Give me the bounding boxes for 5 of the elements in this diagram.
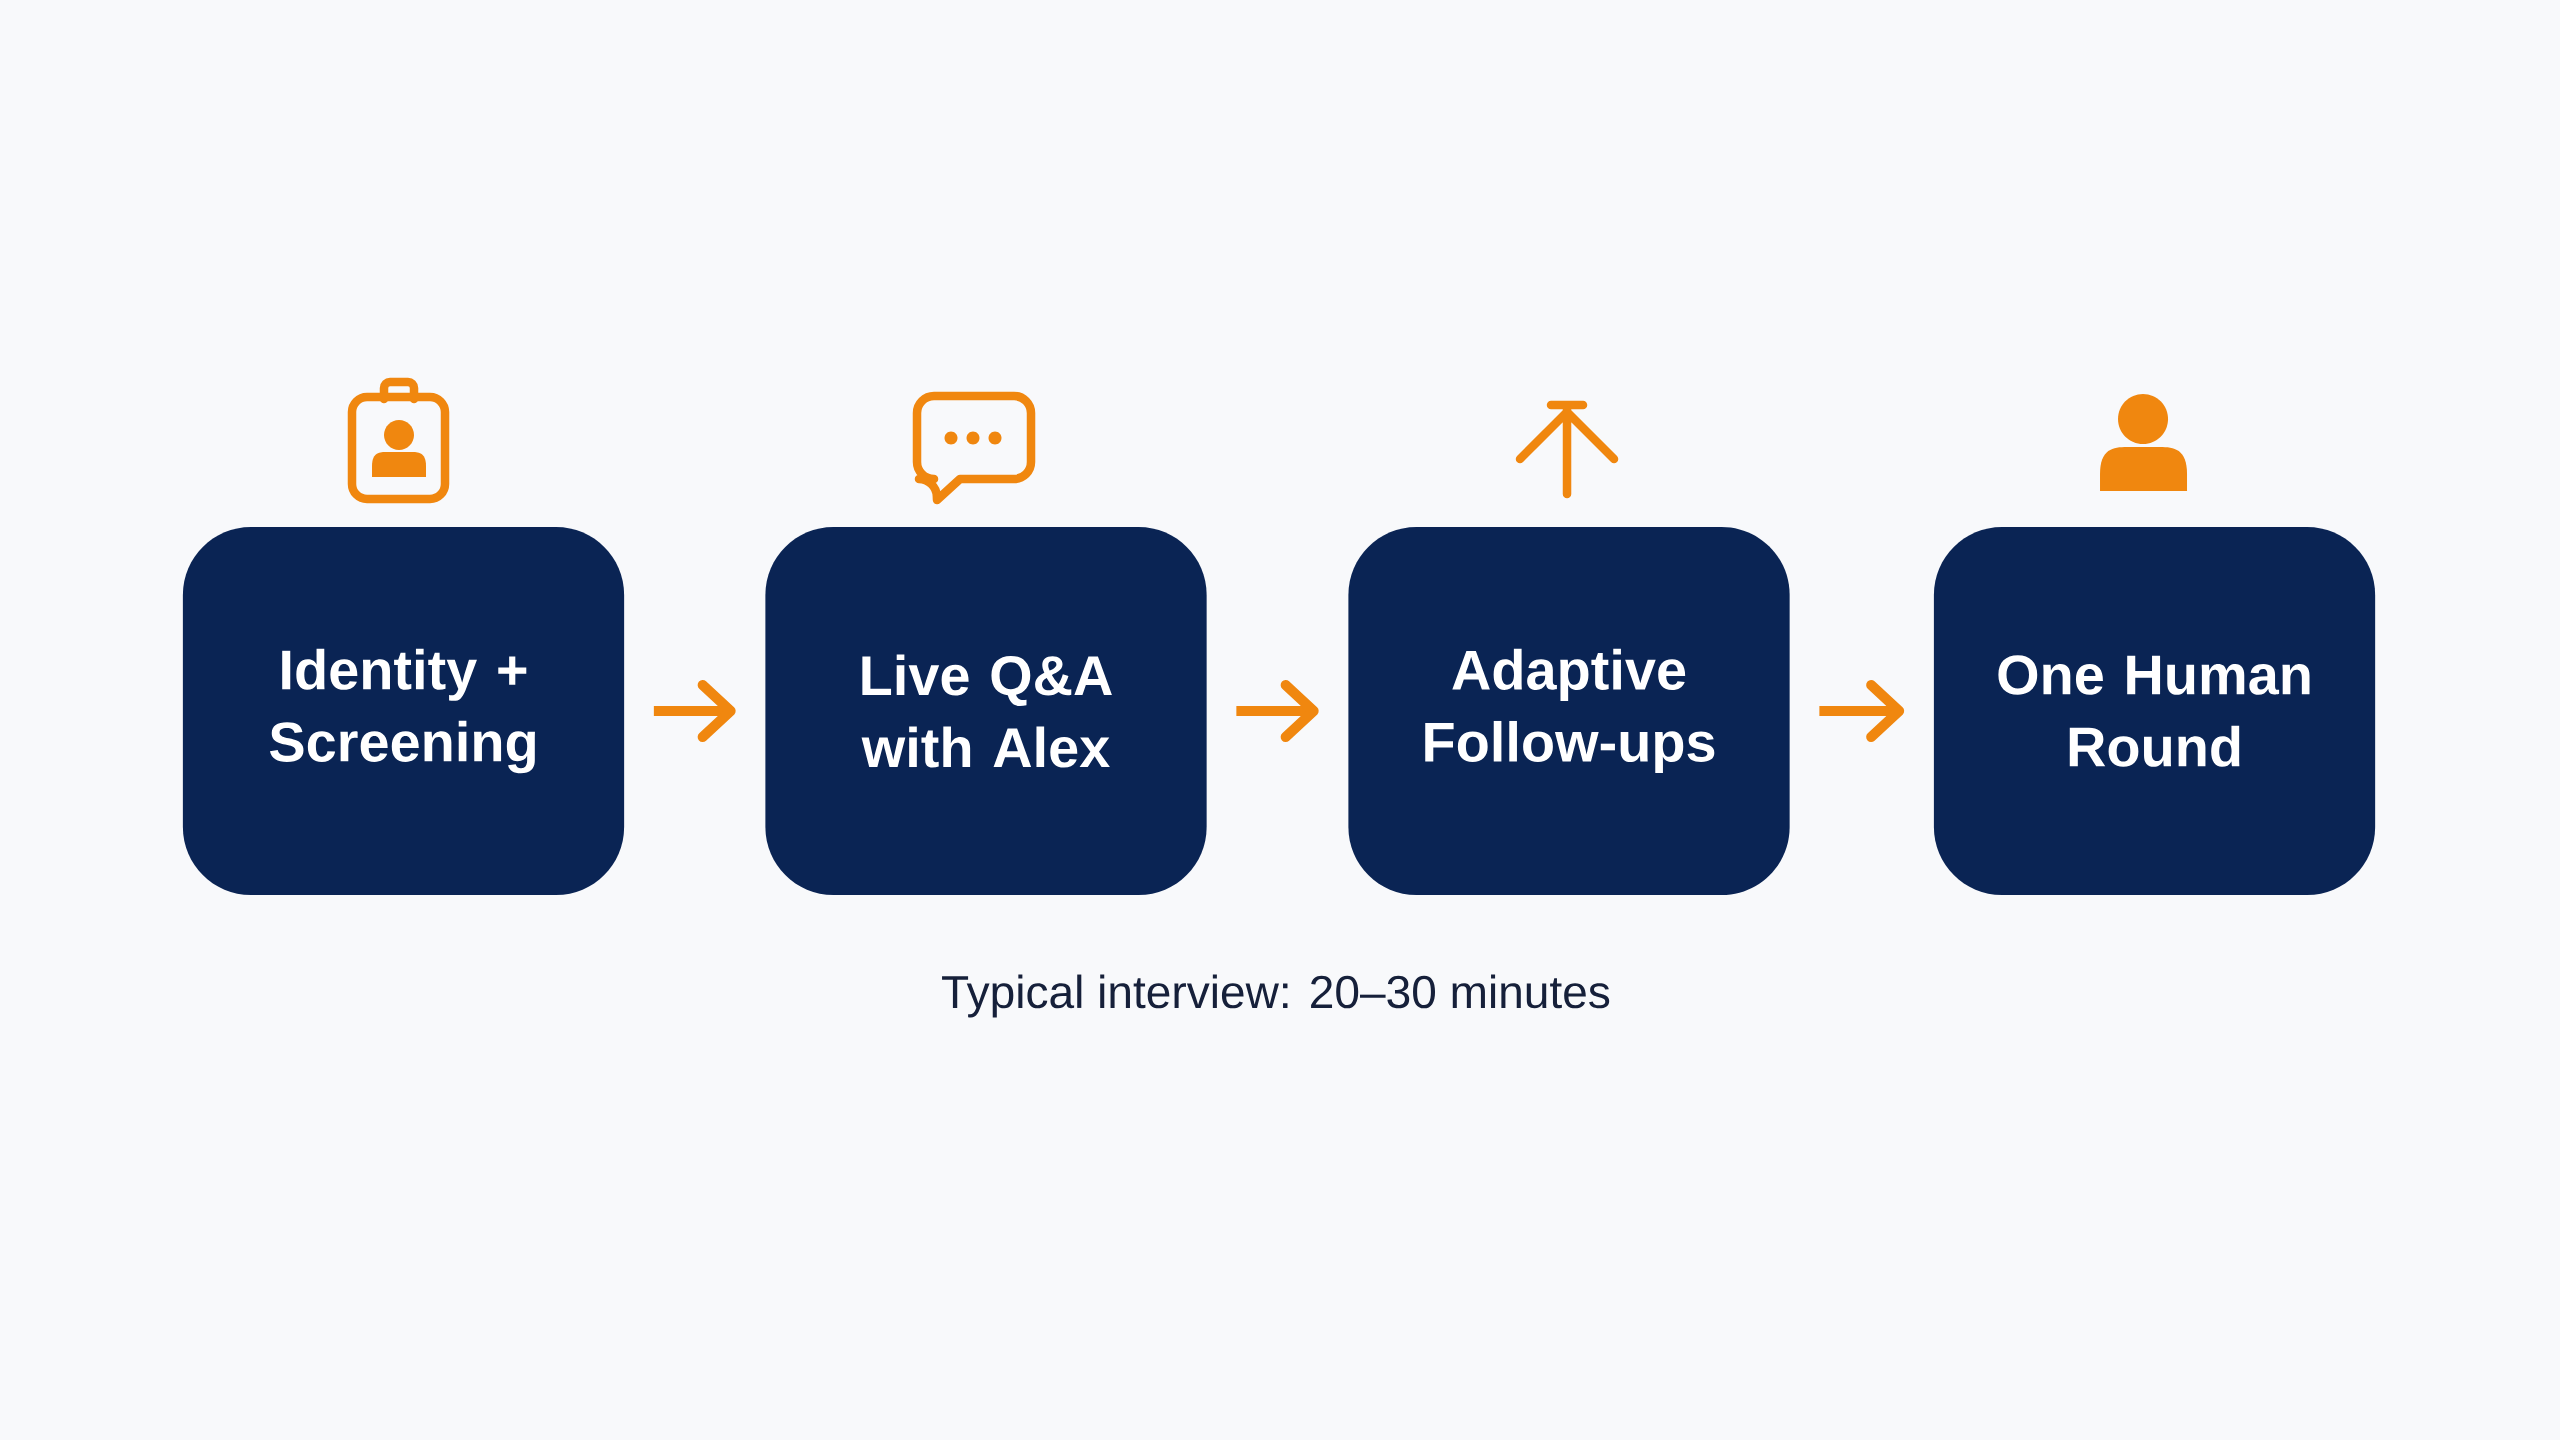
process-box: One Human Round	[1933, 526, 2376, 896]
process-box: Identity + Screening	[182, 526, 625, 896]
process-box: Live Q&A with Alex	[765, 526, 1207, 896]
caption: Typical interview: 20–30 minutes	[942, 974, 1610, 1018]
process-box: Adaptive Follow-ups	[1348, 526, 1790, 896]
